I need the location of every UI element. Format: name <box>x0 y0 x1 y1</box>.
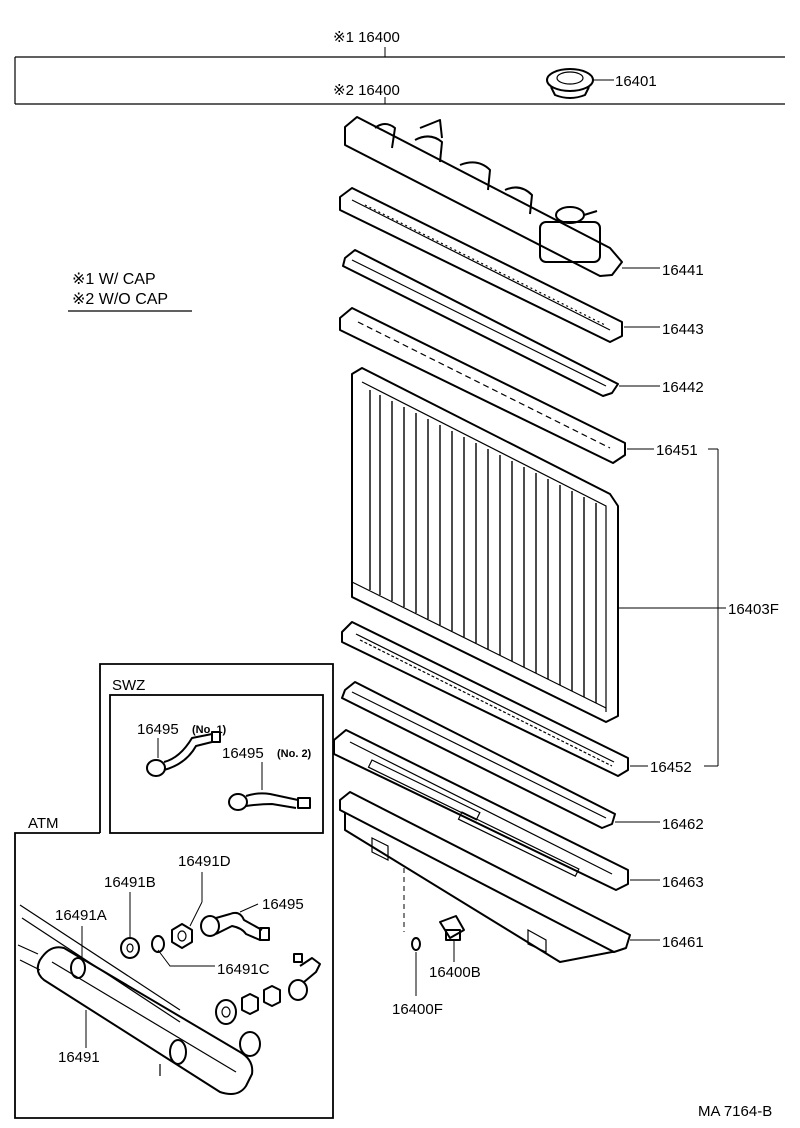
legend-with-cap: ※1 W/ CAP <box>72 271 156 288</box>
drawing-number: MA 7164-B <box>698 1103 772 1120</box>
part-label-drain-cock: 16400B <box>429 964 481 981</box>
atm-title: ATM <box>28 815 59 832</box>
swz-pipe-1-label: 16495 <box>137 721 179 738</box>
assembly-label-with-cap: ※1 16400 <box>333 29 400 46</box>
part-label-lower-plate: 16463 <box>662 874 704 891</box>
oil-cooler-icon <box>17 904 261 1095</box>
atm-leader-lines <box>81 872 259 1048</box>
swz-pipe-1-icon <box>146 731 221 777</box>
drain-cock-icon <box>439 915 465 941</box>
upper-plate-icon <box>339 187 623 343</box>
atm-gasket-icon <box>151 935 165 953</box>
atm-cooler-label: 16491 <box>58 1049 100 1066</box>
part-label-core-upper: 16451 <box>656 442 698 459</box>
atm-pipe-icon <box>200 911 270 941</box>
atm-part-a-label: 16491A <box>55 907 107 924</box>
part-label-upper-tank: 16441 <box>662 262 704 279</box>
radiator-cap-icon <box>546 68 594 99</box>
drain-gasket-icon <box>411 937 421 951</box>
swz-frame <box>14 663 334 1119</box>
atm-nut-icon <box>171 923 193 949</box>
swz-pipe-2-icon <box>228 762 311 811</box>
core-bracket <box>618 448 726 767</box>
radiator-core-icon <box>351 367 619 723</box>
legend-without-cap: ※2 W/O CAP <box>72 291 168 308</box>
assembly-label-without-cap: ※2 16400 <box>333 82 400 99</box>
part-label-core-lower: 16452 <box>650 759 692 776</box>
lower-plate-icon <box>333 729 629 891</box>
upper-tank-icon <box>344 116 623 277</box>
core-fins <box>369 390 597 703</box>
atm-pipe-label: 16495 <box>262 896 304 913</box>
atm-lower-fittings-icon <box>215 953 321 1025</box>
swz-pipe-2-note: (No. 2) <box>277 748 312 760</box>
atm-part-d-label: 16491D <box>178 853 231 870</box>
lower-gasket-icon <box>341 681 616 829</box>
atm-part-b-label: 16491B <box>104 874 156 891</box>
swz-title: SWZ <box>112 677 145 694</box>
part-label-lower-tank: 16461 <box>662 934 704 951</box>
lower-tank-icon <box>339 791 631 963</box>
upper-core-plate-icon <box>339 307 626 464</box>
part-label-drain-gasket: 16400F <box>392 1001 443 1018</box>
atm-washer-icon <box>120 937 140 959</box>
part-label-core-assy: 16403F <box>728 601 779 618</box>
upper-gasket-icon <box>342 249 619 397</box>
atm-part-c-label: 16491C <box>217 961 270 978</box>
lower-core-plate-icon <box>341 621 629 777</box>
part-label-cap: 16401 <box>615 73 657 90</box>
assembly-brackets <box>14 47 785 105</box>
part-label-upper-gasket: 16442 <box>662 379 704 396</box>
part-label-upper-plate: 16443 <box>662 321 704 338</box>
swz-pipe-2-label: 16495 <box>222 745 264 762</box>
part-label-lower-gasket: 16462 <box>662 816 704 833</box>
